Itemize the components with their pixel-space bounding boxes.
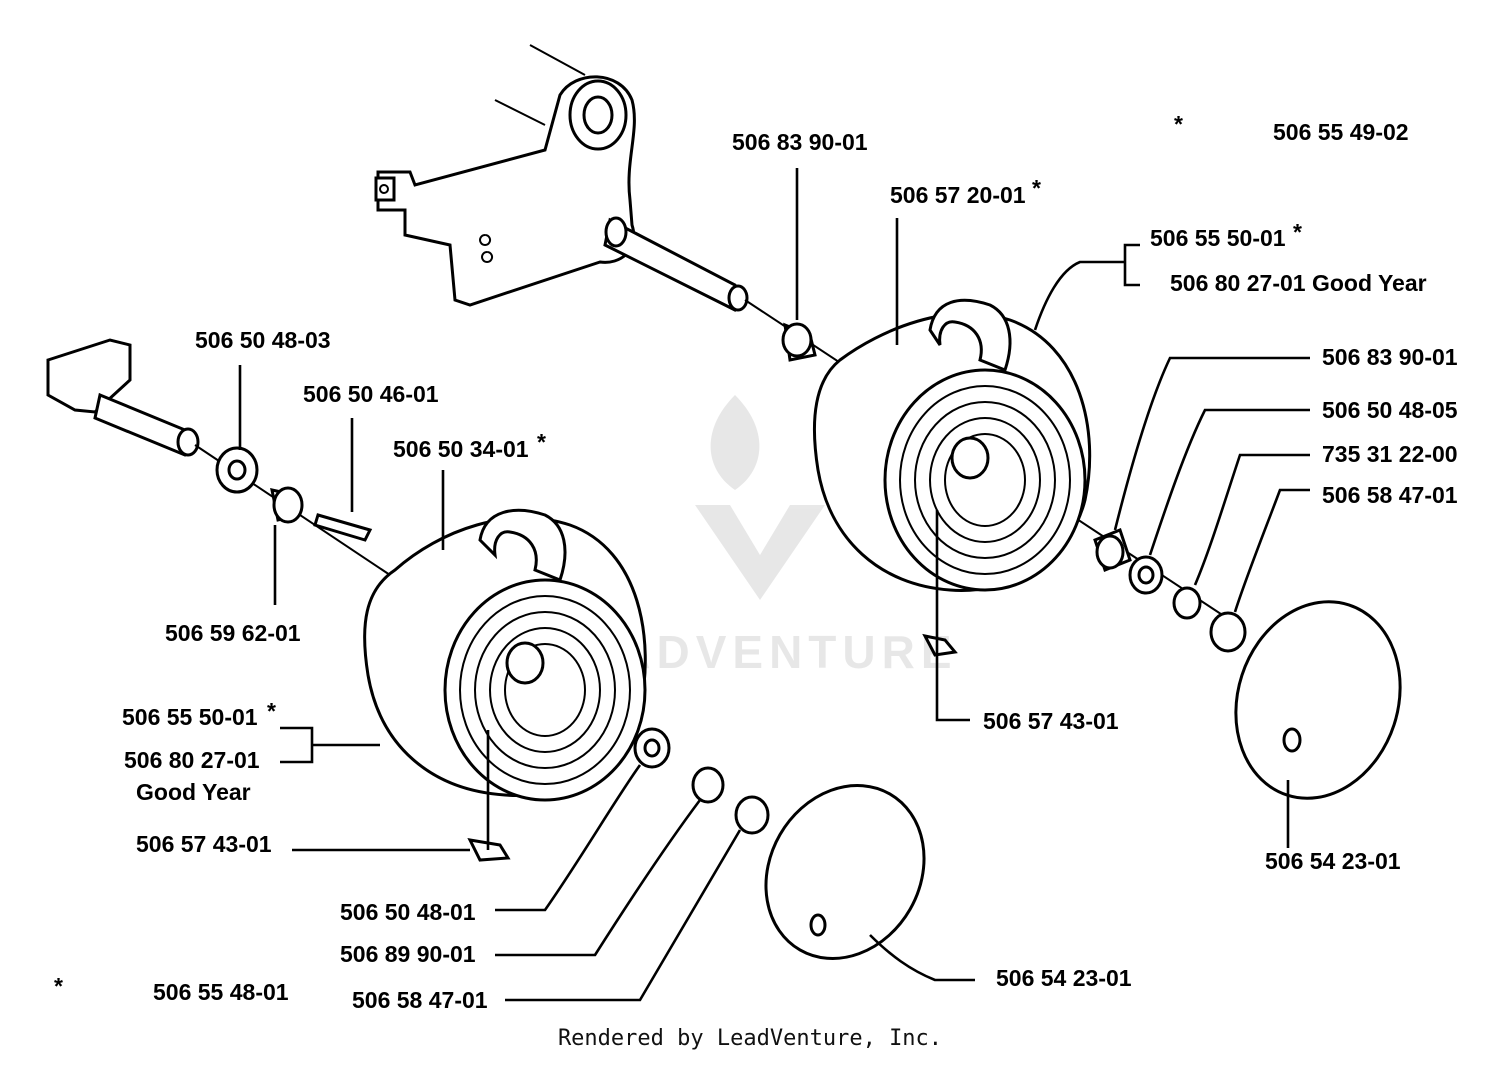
label-tire-top-1: 506 55 50-01 <box>1150 225 1286 251</box>
label-oring-right: 506 58 47-01 <box>1322 482 1458 508</box>
label-spacer-top: 506 83 90-01 <box>732 129 868 155</box>
label-tire-left-2: 506 80 27-01 <box>124 747 260 773</box>
spacer-top <box>781 322 817 362</box>
right-hardware <box>922 528 1402 800</box>
left-wheel <box>363 508 647 802</box>
label-rim-top: 506 57 20-01 <box>890 182 1026 208</box>
label-bush-left: 506 59 62-01 <box>165 620 301 646</box>
label-tire-top-2: 506 80 27-01 Good Year <box>1170 270 1427 296</box>
label-tire-left-3: Good Year <box>136 779 251 805</box>
label-bottom-star: * <box>54 973 63 999</box>
part-labels: * 506 55 49-02 506 83 90-01 506 57 20-01… <box>54 111 1458 1013</box>
label-cap-left: 506 54 23-01 <box>996 965 1132 991</box>
axle-bracket <box>374 44 749 312</box>
label-valve-left: 506 57 43-01 <box>136 831 272 857</box>
left-hardware-lower <box>467 727 926 960</box>
footer-credit: Rendered by LeadVenture, Inc. <box>557 1026 943 1051</box>
leader-lines <box>238 168 1310 1002</box>
label-tire-left-1: 506 55 50-01 <box>122 704 258 730</box>
label-washer-right: 506 50 48-05 <box>1322 397 1458 423</box>
right-wheel <box>813 298 1092 592</box>
label-top-kit: 506 55 49-02 <box>1273 119 1409 145</box>
label-tire-left-1-star: * <box>267 698 276 724</box>
label-key-left: 506 50 46-01 <box>303 381 439 407</box>
label-rim-left-star: * <box>537 429 546 455</box>
label-valve-right: 506 57 43-01 <box>983 708 1119 734</box>
label-washer-left-bottom: 506 50 48-01 <box>340 899 476 925</box>
label-oring-left: 506 58 47-01 <box>352 987 488 1013</box>
label-top-star: * <box>1174 111 1183 137</box>
label-ring-right: 735 31 22-00 <box>1322 441 1458 467</box>
label-spacer-right: 506 83 90-01 <box>1322 344 1458 370</box>
label-bush-left-bottom: 506 89 90-01 <box>340 941 476 967</box>
label-rim-top-star: * <box>1032 175 1041 201</box>
left-hardware-upper <box>215 446 373 542</box>
label-rim-left: 506 50 34-01 <box>393 436 529 462</box>
left-axle-stub <box>46 338 200 457</box>
label-washer-left-top: 506 50 48-03 <box>195 327 331 353</box>
label-bottom-kit: 506 55 48-01 <box>153 979 289 1005</box>
label-tire-top-1-star: * <box>1293 219 1302 245</box>
label-cap-right: 506 54 23-01 <box>1265 848 1401 874</box>
